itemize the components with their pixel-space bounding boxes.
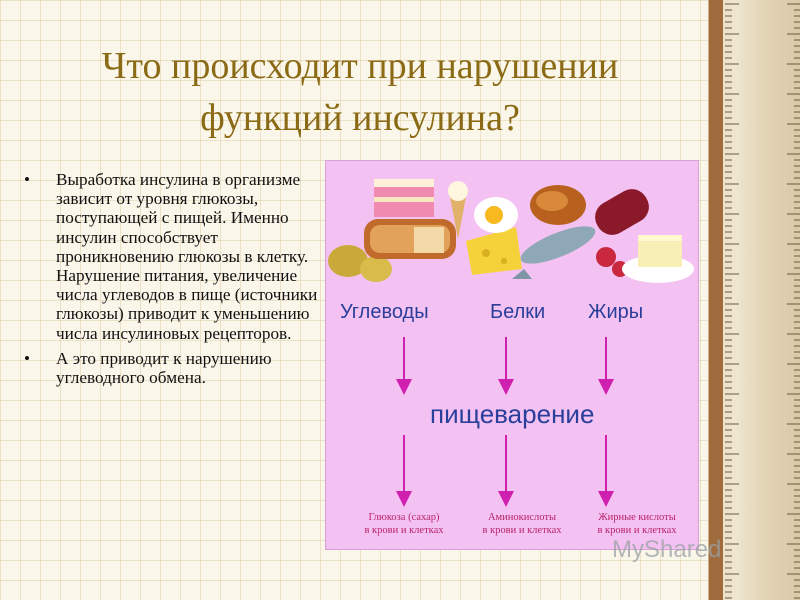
bullet-item: А это приводит к нарушению углеводного о… xyxy=(24,349,320,387)
result-glucose: Глюкоза (сахар) в крови и клетках xyxy=(364,512,444,536)
decorative-ruler xyxy=(708,0,800,600)
bullet-item: Выработка инсулина в организме зависит о… xyxy=(24,170,320,343)
digestion-diagram: Углеводы Белки Жиры пищеварение Глюкоза … xyxy=(325,160,699,550)
category-proteins: Белки xyxy=(490,301,546,323)
digestion-label: пищеварение xyxy=(430,399,595,429)
title-line-2: функций инсулина? xyxy=(200,97,520,139)
bullet-list: Выработка инсулина в организме зависит о… xyxy=(24,170,320,393)
category-fats: Жиры xyxy=(588,301,644,323)
watermark-logo: MyShared xyxy=(612,536,722,563)
category-carbohydrates: Углеводы xyxy=(340,301,429,323)
result-amino-acids: Аминокислоты в крови и клетках xyxy=(482,512,562,536)
ruler-edge xyxy=(709,0,723,600)
ruler-ticks xyxy=(725,3,800,599)
slide-title: Что происходит при нарушении функций инс… xyxy=(0,40,720,144)
result-fatty-acids: Жирные кислоты в крови и клетках xyxy=(597,512,677,536)
title-line-1: Что происходит при нарушении xyxy=(101,45,619,87)
food-illustration xyxy=(328,179,694,283)
flow-arrows xyxy=(396,337,614,507)
